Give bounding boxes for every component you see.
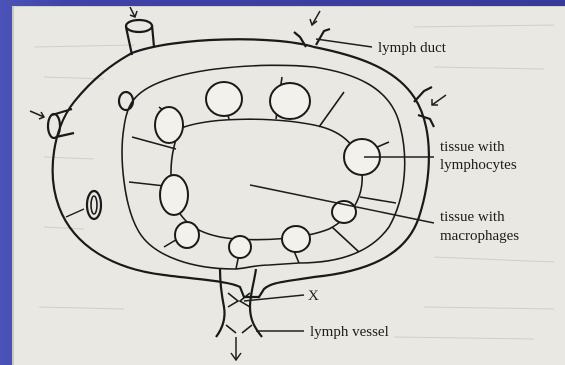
arrow-lower-left: [66, 209, 84, 217]
follicle: [160, 175, 188, 215]
label-lymph-vessel: lymph vessel: [310, 324, 389, 340]
follicle: [282, 226, 310, 252]
label-tissue-lymphocytes-line1: tissue with: [440, 139, 505, 155]
lymph-node-diagram: lymph duct tissue with lymphocytes tissu…: [14, 7, 565, 365]
background-texture: [34, 25, 554, 339]
efferent-vessel: [216, 269, 262, 337]
label-x-marker: X: [308, 288, 319, 304]
follicle: [155, 107, 183, 143]
label-lymph-duct: lymph duct: [378, 40, 447, 56]
afferent-vessel-top-opening: [126, 20, 152, 32]
diagram-labels: lymph duct tissue with lymphocytes tissu…: [308, 40, 519, 340]
leader-lymph-duct: [316, 39, 372, 47]
lymphoid-follicles: [155, 82, 380, 258]
afferent-vessel-left-opening: [48, 114, 60, 138]
afferent-vessel-lower-left-inner: [91, 196, 97, 214]
efferent-valve-lower: [226, 325, 252, 333]
medulla-outline: [171, 119, 362, 239]
efferent-vessel-right-wall: [250, 269, 262, 337]
label-tissue-macrophages-line1: tissue with: [440, 209, 505, 225]
follicle: [270, 83, 310, 119]
flow-arrows: [30, 7, 446, 360]
follicle: [229, 236, 251, 258]
arrow-duct: [312, 11, 320, 25]
efferent-vessel-left-wall: [216, 269, 225, 337]
label-tissue-lymphocytes-line2: lymphocytes: [440, 157, 517, 173]
arrow-right: [432, 95, 446, 105]
afferent-vessel-inner: [119, 92, 133, 110]
label-tissue-macrophages-line2: macrophages: [440, 228, 519, 244]
diagram-photo: lymph duct tissue with lymphocytes tissu…: [12, 6, 565, 365]
follicle: [206, 82, 242, 116]
follicle: [175, 222, 199, 248]
label-leaders: [244, 39, 434, 331]
